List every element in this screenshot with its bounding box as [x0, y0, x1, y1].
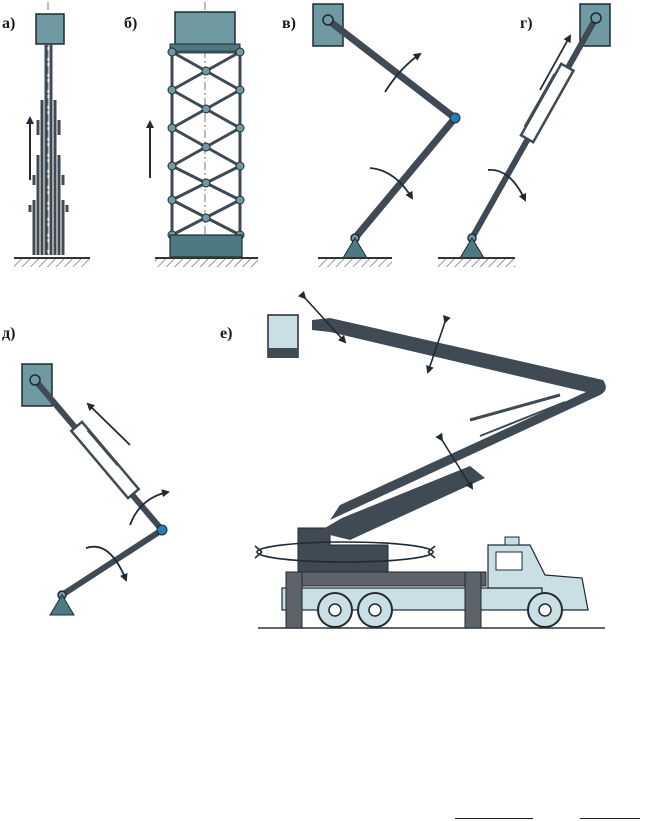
ground-hatch-icon: [14, 259, 90, 267]
boom-sleeve: [69, 420, 141, 500]
hinge-icon: [322, 14, 334, 26]
arrow-icon: [86, 402, 131, 446]
rotation-arrow-icon: [254, 545, 263, 559]
rotation-arrow-icon: [369, 167, 414, 200]
hinge-icon: [156, 524, 168, 536]
support-frame: [285, 571, 487, 629]
rotation-arrow-icon: [85, 545, 128, 582]
hydraulic-cylinder: [469, 393, 561, 422]
platform-box-icon: [174, 11, 236, 47]
panel-g-label: г): [520, 15, 533, 32]
arrow-icon: [539, 34, 571, 91]
panel-b: б): [124, 2, 258, 267]
hinge-icon: [590, 12, 602, 24]
hydraulic-cylinder: [479, 401, 566, 437]
boom-inner: [523, 73, 557, 128]
panel-a-label: а): [2, 15, 15, 32]
lower-arm: [60, 527, 164, 598]
triangle-support-icon: [342, 237, 368, 259]
lift-base: [169, 234, 243, 258]
platform-box-icon: [35, 13, 65, 45]
panel-v: в): [282, 3, 461, 267]
panel-e-label: е): [220, 325, 232, 342]
footer-line: [580, 818, 640, 819]
ground-hatch-icon: [318, 259, 392, 267]
hinge-icon: [167, 47, 245, 240]
rotation-arrow-icon: [256, 541, 434, 563]
panel-d-label: д): [2, 325, 15, 342]
hinge-icon: [449, 112, 461, 124]
hinge-icon: [29, 374, 41, 386]
panel-g: г): [438, 3, 611, 267]
triangle-support-icon: [459, 237, 485, 259]
telescopic-mast: [28, 44, 69, 255]
bucket-base: [268, 348, 298, 358]
panel-a: а): [2, 2, 90, 267]
arrow-icon: [426, 315, 451, 374]
panel-d: д): [2, 325, 170, 616]
panel-v-label: в): [282, 15, 296, 32]
upper-arm: [325, 17, 458, 121]
hydraulic-cylinder: [344, 503, 403, 532]
rotation-arrow-icon: [487, 169, 527, 202]
footer-line: [455, 818, 533, 819]
ground-hatch-icon: [438, 259, 515, 267]
panel-b-label: б): [124, 15, 137, 32]
panel-e: е): [220, 290, 606, 629]
lower-arm: [352, 115, 458, 241]
rotation-arrow-icon: [427, 545, 436, 559]
arrow-icon: [298, 290, 347, 344]
arrow-icon: [435, 432, 474, 490]
boom-inner: [86, 429, 120, 466]
platform-box-icon: [312, 3, 344, 47]
ground-hatch-icon: [155, 259, 258, 267]
upper-boom: [312, 318, 606, 520]
rotation-arrow-icon: [384, 52, 422, 93]
rotation-arrow-icon: [129, 489, 170, 526]
triangle-support-icon: [49, 594, 75, 616]
